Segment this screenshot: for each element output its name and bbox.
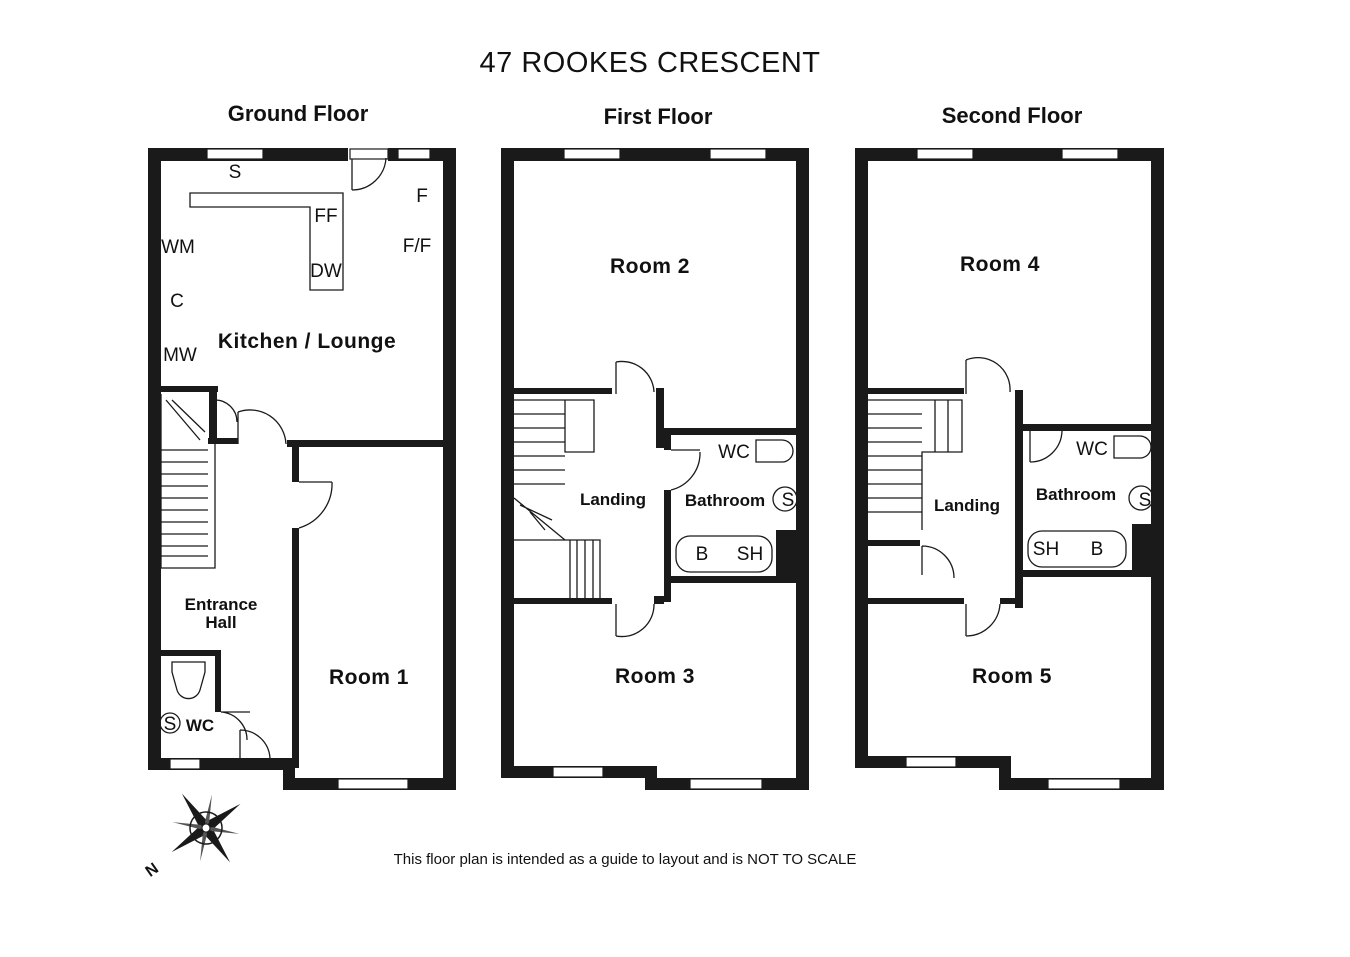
first-bathroom-label: Bathroom [685,491,765,510]
second-floor-labels: Room 4 Landing Bathroom WC S SH B Room 5 [934,253,1151,688]
second-bathroom-label: Bathroom [1036,485,1116,504]
fixture-fridge: F [416,186,428,207]
entrance-hall-label-line1: Entrance [185,595,258,614]
fixture-washing-machine: WM [161,237,195,258]
ground-floor-plan [148,148,456,790]
ground-wc-label: WC [186,716,214,735]
first-floor-labels: Room 2 Landing Bathroom WC S B SH Room 3 [580,255,794,688]
second-shower-label: SH [1033,539,1059,560]
first-sink-label: S [782,490,795,511]
second-sink-label: S [1139,490,1152,511]
kitchen-lounge-label: Kitchen / Lounge [218,330,396,353]
second-floor-plan [855,148,1164,790]
room-5-label: Room 5 [972,665,1052,688]
fixture-wc-sink: S [164,714,177,735]
room-3-label: Room 3 [615,665,695,688]
room-1-label: Room 1 [329,666,409,689]
scale-disclaimer: This floor plan is intended as a guide t… [394,851,857,868]
room-2-label: Room 2 [610,255,690,278]
entrance-hall-label-line2: Hall [205,613,236,632]
second-landing-label: Landing [934,496,1000,515]
compass-north-label: N [143,860,162,881]
first-wc-label: WC [718,442,750,463]
room-4-label: Room 4 [960,253,1040,276]
second-bath-label: B [1091,539,1104,560]
plan-title: 47 ROOKES CRESCENT [480,47,821,79]
fixture-dishwasher: DW [310,261,342,282]
second-wc-label: WC [1076,439,1108,460]
fixture-sink: S [229,162,242,183]
first-floor-plan [501,148,809,790]
first-floor-heading: First Floor [604,104,713,129]
fixture-microwave: MW [163,345,197,366]
fixture-fridge-freezer: FF [314,206,337,227]
fixture-fridge-freezer-2: F/F [403,236,432,257]
first-landing-label: Landing [580,490,646,509]
first-bath-label: B [696,544,709,565]
ground-floor-heading: Ground Floor [228,101,369,126]
second-floor-heading: Second Floor [942,103,1083,128]
compass-rose-icon [171,793,241,863]
ground-floor-labels: S FF F F/F WM DW C MW Kitchen / Lounge E… [161,162,431,735]
fixture-cooker: C [170,291,184,312]
first-shower-label: SH [737,544,763,565]
